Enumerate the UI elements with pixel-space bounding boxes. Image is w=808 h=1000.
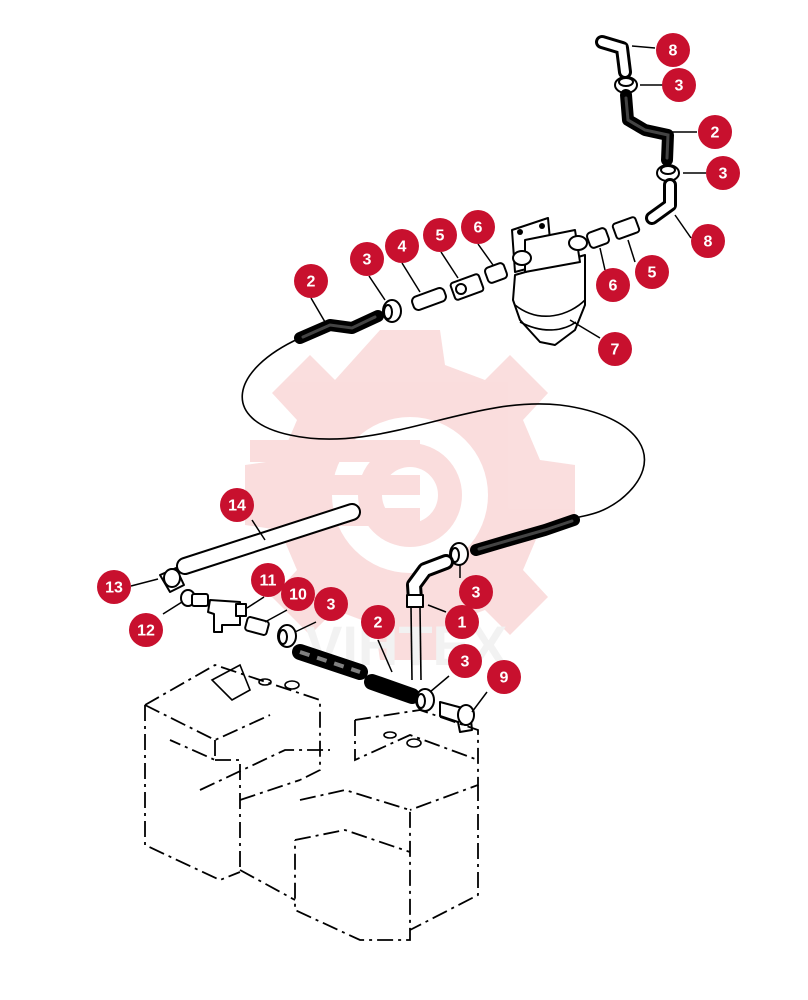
hose-clamp-bottom <box>415 688 435 712</box>
callout-c-14: 14 <box>220 488 254 522</box>
callout-label: 13 <box>105 580 123 597</box>
callout-c-3-mid: 3 <box>350 242 384 276</box>
callout-label: 2 <box>374 615 383 632</box>
callout-circle <box>220 488 254 522</box>
callout-circle <box>487 660 521 694</box>
sleeve-fitting <box>411 287 447 311</box>
callout-circle <box>294 264 328 298</box>
callout-label: 10 <box>289 587 307 604</box>
callout-c-11: 11 <box>251 563 285 597</box>
callout-c-8-right: 8 <box>691 224 725 258</box>
callout-label: 14 <box>228 498 246 515</box>
fuel-tank-outline <box>144 663 479 941</box>
callout-label: 3 <box>675 78 684 95</box>
callout-c-7: 7 <box>598 332 632 366</box>
callout-label: 2 <box>307 274 316 291</box>
callout-label: 11 <box>260 573 277 590</box>
callout-circle <box>662 68 696 102</box>
callout-circle <box>97 570 131 604</box>
callout-c-9: 9 <box>487 660 521 694</box>
callout-label: 6 <box>609 278 618 295</box>
callout-label: 7 <box>611 342 620 359</box>
callout-label: 5 <box>648 265 657 282</box>
elbow-fitting-top <box>595 35 632 79</box>
callout-c-6-left: 6 <box>461 210 495 244</box>
callout-c-3-top: 3 <box>662 68 696 102</box>
callout-circle <box>656 33 690 67</box>
bushing-right <box>585 227 611 249</box>
callout-c-3-right: 3 <box>706 156 740 190</box>
callout-circle <box>698 115 732 149</box>
tee-fitting-11 <box>207 599 247 633</box>
callout-circle <box>445 605 479 639</box>
callout-circle <box>314 587 348 621</box>
callout-label: 3 <box>363 252 372 269</box>
callout-circle <box>281 577 315 611</box>
fitting-12 <box>180 589 209 607</box>
callout-label: 9 <box>500 670 509 687</box>
fitting-10 <box>244 616 270 636</box>
callout-label: 8 <box>704 234 713 251</box>
callout-circle <box>691 224 725 258</box>
callout-circle <box>423 218 457 252</box>
elbow-fitting-9 <box>439 701 475 733</box>
callout-c-5-right: 5 <box>635 255 669 289</box>
fuel-hose-low <box>292 644 420 704</box>
callout-circle <box>361 605 395 639</box>
callout-circle <box>635 255 669 289</box>
callout-label: 8 <box>669 43 678 60</box>
callout-label: 5 <box>436 228 445 245</box>
callout-circle <box>350 242 384 276</box>
callout-circle <box>459 575 493 609</box>
callout-c-2-mid: 2 <box>294 264 328 298</box>
fuel-hose-top <box>620 89 674 166</box>
callout-c-2-top: 2 <box>698 115 732 149</box>
callout-label: 3 <box>461 654 470 671</box>
callout-c-13: 13 <box>97 570 131 604</box>
hose-clamp-low <box>277 624 297 648</box>
callout-c-4: 4 <box>385 229 419 263</box>
callout-label: 3 <box>719 166 728 183</box>
callout-circle <box>461 210 495 244</box>
fuel-line-loop <box>241 337 646 519</box>
watermark: VIHTEX <box>245 330 575 677</box>
callout-circle <box>448 644 482 678</box>
suction-pipe <box>406 554 454 681</box>
callout-c-3-low: 3 <box>314 587 348 621</box>
callout-circle <box>385 229 419 263</box>
callout-circle <box>706 156 740 190</box>
callout-circle <box>129 613 163 647</box>
callout-c-12: 12 <box>129 613 163 647</box>
callout-circle <box>596 268 630 302</box>
callout-c-5-left: 5 <box>423 218 457 252</box>
union-fitting-left <box>449 273 485 301</box>
callout-label: 2 <box>711 125 720 142</box>
elbow-fitting-13 <box>159 567 185 593</box>
callout-c-1: 1 <box>445 605 479 639</box>
return-tube <box>176 503 361 575</box>
elbow-fitting-right <box>645 178 677 225</box>
hose-clamp-mid <box>382 299 402 323</box>
hose-clamp-top <box>614 76 638 94</box>
callout-c-3-bottom: 3 <box>448 644 482 678</box>
callout-label: 12 <box>137 623 155 640</box>
callout-label: 6 <box>474 220 483 237</box>
leader-lines <box>130 45 706 713</box>
callout-c-3-lowmid: 3 <box>459 575 493 609</box>
callout-circle <box>251 563 285 597</box>
bushing-left <box>483 262 509 284</box>
callout-c-8-top: 8 <box>656 33 690 67</box>
callout-label: 4 <box>398 239 407 256</box>
callout-c-10: 10 <box>281 577 315 611</box>
callout-label: 3 <box>472 585 481 602</box>
callout-label: 1 <box>458 615 467 632</box>
union-fitting-right <box>611 216 641 240</box>
fuel-filter-assembly <box>511 217 588 346</box>
callout-c-2-low: 2 <box>361 605 395 639</box>
callout-label: 3 <box>327 597 336 614</box>
callout-circle <box>598 332 632 366</box>
callout-c-6-right: 6 <box>596 268 630 302</box>
